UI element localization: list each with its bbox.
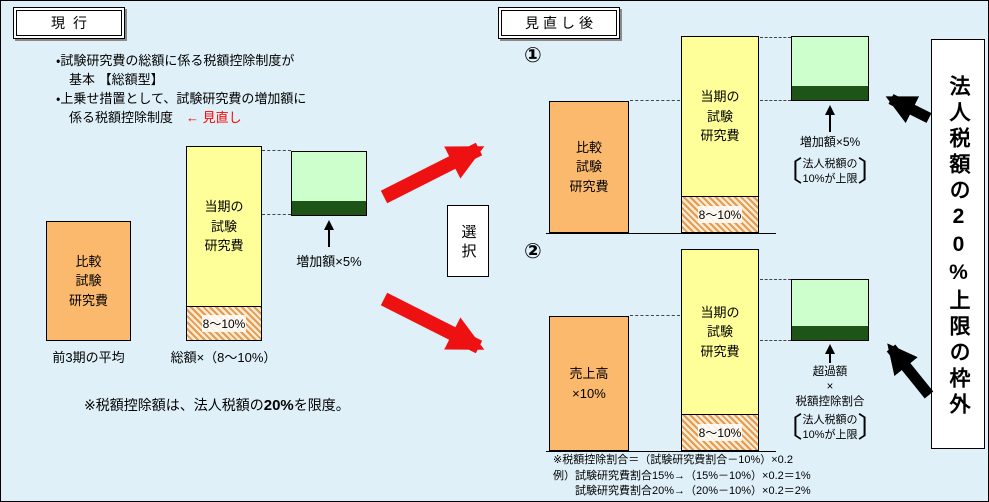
- black-arrow-option2: [886, 343, 934, 399]
- dashed-connector: [760, 340, 791, 341]
- credit-amount-band: [292, 201, 366, 215]
- total-amount-caption: 総額×（8～10%）: [170, 350, 277, 365]
- comparison-caption: 前3期の平均: [52, 350, 125, 365]
- base-rate-band: 8～10%: [187, 306, 261, 340]
- option2-current-rd-bar: 当期の 試験 研究費 8～10%: [681, 249, 759, 451]
- option2-excess-line3: 税額控除割合: [795, 395, 865, 408]
- intro-line-1: ・試験研究費の総額に係る税額控除制度が: [56, 53, 295, 68]
- option1-current-rd-label: 当期の 試験 研究費: [700, 89, 740, 144]
- outside-cap-note-text: 法人税額の20%上限の枠外: [947, 74, 970, 419]
- option1-cap-lines: 法人税額の 10%が上限: [802, 157, 857, 187]
- option2-baseline: [546, 451, 776, 452]
- red-arrow-option2: [380, 292, 485, 354]
- comparison-rd-bar: 比較 試験 研究費: [46, 221, 131, 341]
- option1-comparison-rd-label: 比較 試験 研究費: [569, 139, 609, 194]
- current-system-title: 現行: [16, 10, 122, 36]
- option2-excess-line2: ×: [826, 380, 834, 393]
- intro-line-4-text: 係る税額控除制度: [69, 110, 187, 126]
- note-pre: ※税額控除額は、法人税額の: [84, 397, 264, 413]
- selection-label: 選択: [459, 224, 477, 262]
- dashed-connector: [630, 100, 680, 101]
- credit-rate-formula-notes: ※税額控除割合＝（試験研究費割合－10%）×0.2 例）試験研究費割合15%→（…: [553, 454, 811, 498]
- dashed-connector: [630, 315, 680, 316]
- option1-current-rd-label-area: 当期の 試験 研究費: [682, 37, 758, 196]
- note-post: を限度。: [293, 397, 350, 413]
- credit-limit-note: ※税額控除額は、法人税額の20%を限度。: [84, 395, 350, 415]
- revised-system-title-box: 見直し後: [498, 7, 620, 39]
- option1-comparison-rd-bar: 比較 試験 研究費: [549, 101, 629, 233]
- comparison-rd-label: 比較 試験 研究費: [68, 253, 108, 308]
- dashed-connector: [760, 279, 791, 280]
- option1-baseline: [546, 233, 776, 234]
- black-arrow-option1: [885, 94, 932, 124]
- dashed-connector: [760, 37, 791, 38]
- option1-number: ①: [524, 44, 542, 67]
- bracket-close: 〕: [857, 156, 886, 187]
- option1-base-rate-label: 8～10%: [697, 206, 743, 223]
- option2-current-rd-label: 当期の 試験 研究費: [700, 304, 740, 359]
- increase-amount-box: [291, 151, 367, 216]
- option2-excess-amount-box: [791, 279, 869, 341]
- intro-line-4: 係る税額控除制度 ← 見直し: [56, 108, 396, 127]
- current-rd-bar: 当期の 試験 研究費 8～10%: [186, 146, 262, 341]
- current-rd-label-area: 当期の 試験 研究費: [187, 147, 261, 306]
- selection-box: 選択: [447, 205, 489, 277]
- option2-sales-bar: 売上高 ×10%: [549, 316, 629, 451]
- bracket-open: 〔: [774, 412, 803, 443]
- option2-credit-amount-band: [792, 326, 868, 340]
- option1-increase-label: 増加額×5%: [799, 135, 861, 149]
- current-rd-label: 当期の 試験 研究費: [204, 199, 244, 254]
- option1-cap-line2: 10%が上限: [802, 173, 858, 185]
- revised-system-title: 見直し後: [501, 10, 617, 36]
- bracket-open: 〔: [774, 156, 803, 187]
- increase-label: 増加額×5%: [296, 254, 362, 269]
- option1-increase-amount-box: [791, 36, 869, 101]
- dashed-connector: [262, 150, 291, 151]
- option2-sales-label: 売上高 ×10%: [569, 366, 609, 401]
- option1-base-rate-band: 8～10%: [682, 196, 758, 232]
- option2-base-rate-band: 8～10%: [682, 414, 758, 450]
- option2-cap-line2: 10%が上限: [802, 429, 858, 441]
- note-bold: 20%: [263, 397, 294, 414]
- option1-cap-line1: 法人税額の: [802, 158, 858, 171]
- dashed-connector: [760, 100, 791, 101]
- review-highlight: ← 見直し: [186, 110, 242, 126]
- bracket-close: 〕: [857, 412, 886, 443]
- option2-cap-lines: 法人税額の 10%が上限: [802, 413, 857, 443]
- current-system-title-box: 現行: [13, 7, 125, 39]
- option2-current-rd-label-area: 当期の 試験 研究費: [682, 250, 758, 414]
- red-arrow-option1: [380, 142, 485, 204]
- dashed-connector: [262, 214, 291, 215]
- base-rate-label: 8～10%: [201, 315, 247, 332]
- option2-number: ②: [524, 240, 542, 263]
- option2-cap-line1: 法人税額の: [802, 414, 858, 427]
- option1-cap-note: 〔 法人税額の 10%が上限 〕: [774, 151, 886, 193]
- option1-current-rd-bar: 当期の 試験 研究費 8～10%: [681, 36, 759, 233]
- intro-text: ・試験研究費の総額に係る税額控除制度が 基本 【総額型】 ・上乗せ措置として、試…: [56, 51, 396, 127]
- outside-cap-note-box: 法人税額の20%上限の枠外: [931, 39, 985, 449]
- option2-cap-note: 〔 法人税額の 10%が上限 〕: [774, 407, 886, 449]
- option1-credit-amount-band: [792, 86, 868, 100]
- option2-excess-label: 超過額 × 税額控除割合: [771, 365, 889, 410]
- intro-line-2: 基本 【総額型】: [69, 72, 164, 88]
- intro-line-3: ・上乗せ措置として、試験研究費の増加額に: [56, 91, 307, 107]
- option2-base-rate-label: 8～10%: [697, 424, 743, 441]
- option2-excess-line1: 超過額: [812, 366, 848, 378]
